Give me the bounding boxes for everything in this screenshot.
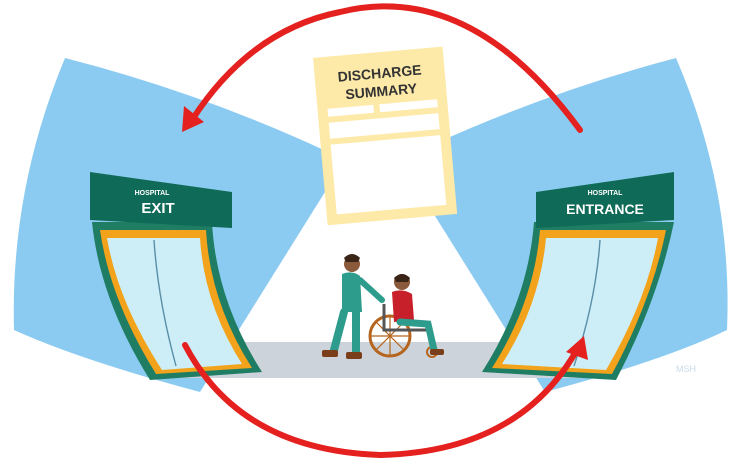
watermark-text: MSH: [676, 364, 696, 374]
bottom-arrowhead: [566, 336, 588, 360]
top-arrowhead: [182, 106, 204, 132]
entrance-sign: HOSPITAL ENTRANCE: [536, 172, 674, 228]
entrance-sign-large-text: ENTRANCE: [566, 201, 644, 217]
nurse-figure: [322, 254, 385, 359]
entrance-door: [482, 222, 674, 380]
cycle-arrows: [182, 3, 583, 459]
top-arc-arrow: [189, 3, 583, 133]
wheelchair-patient-figure: [368, 274, 444, 358]
discharge-summary-document: DISCHARGE SUMMARY: [313, 46, 458, 226]
entrance-sign-small-text: HOSPITAL: [588, 190, 624, 197]
document-title-line1: DISCHARGE: [337, 62, 422, 85]
exit-sign-small-text: HOSPITAL: [135, 190, 171, 197]
exit-sign-large-text: EXIT: [141, 200, 174, 217]
exit-door: [92, 222, 262, 380]
exit-sign: HOSPITAL EXIT: [90, 172, 232, 228]
document-title-line2: SUMMARY: [345, 80, 419, 102]
bottom-arc-arrow: [182, 342, 581, 459]
